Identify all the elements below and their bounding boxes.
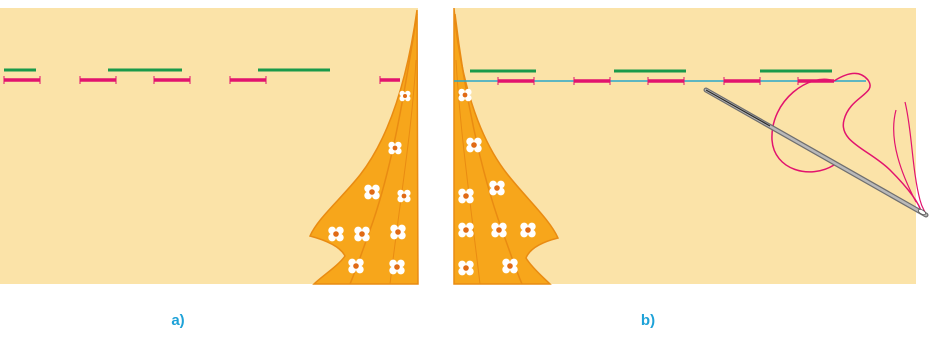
thread-loop-icon-2 [771,78,835,173]
panel-a-illustration [0,8,419,285]
flower-icon [348,258,364,274]
stitch-tick-marks [3,76,381,84]
flower-icon [458,260,474,276]
flower-icon [399,90,411,102]
panel-b-illustration [453,7,929,285]
panel-b [450,0,931,290]
flower-icon [458,222,474,238]
needle-icon [703,87,929,218]
thread-loop-icon [833,72,923,215]
flower-pattern [458,88,536,276]
flower-icon [328,226,344,242]
fabric-fold-line-2 [389,59,417,285]
flower-pattern [328,90,411,275]
flower-icon [388,141,402,155]
flower-icon [364,184,380,200]
panel-a [0,0,450,290]
thread-tail-2 [893,109,917,203]
flower-icon [489,180,505,196]
caption-b: b) [640,312,656,329]
caption-a: a) [171,312,185,329]
flower-icon [389,259,405,275]
flower-icon [502,258,518,274]
flower-icon [390,224,406,240]
flowered-fabric-curl [308,9,419,285]
flower-icon [458,188,474,204]
flower-icon [458,88,472,102]
fabric-fold-line-2 [455,59,481,285]
flower-icon [491,222,507,238]
stitch-tick-marks [497,77,799,85]
flower-icon [397,189,411,203]
flower-icon [466,137,482,153]
flower-icon [520,222,536,238]
flower-icon [354,226,370,242]
